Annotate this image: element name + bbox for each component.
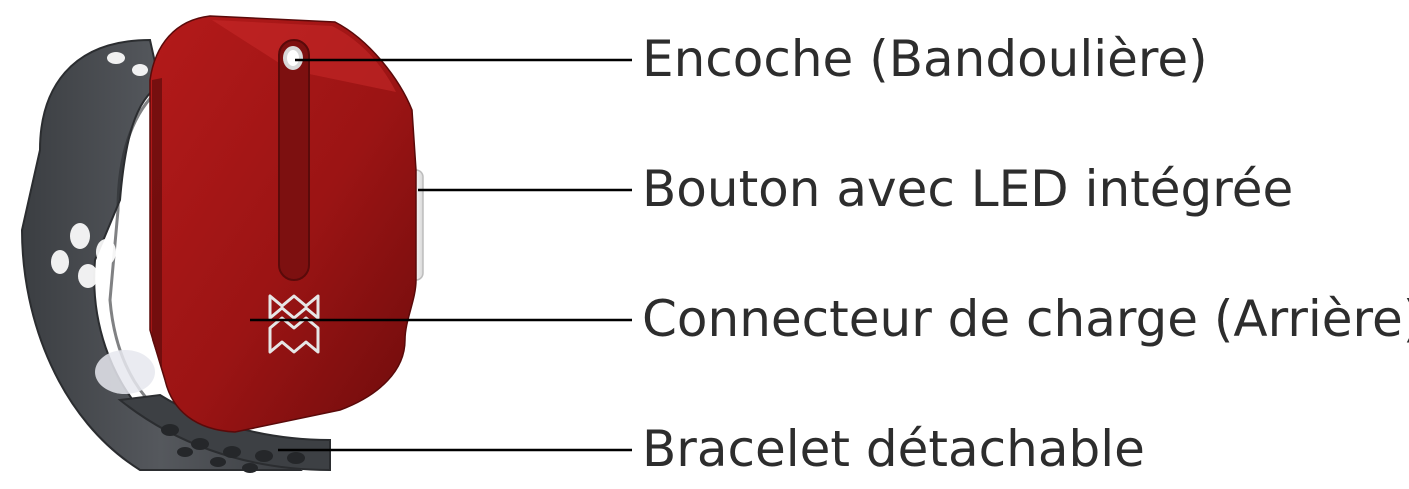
callout-label-notch: Encoche (Bandoulière) — [642, 30, 1208, 88]
callout-label-connector: Connecteur de charge (Arrière) — [642, 290, 1409, 348]
strap-holes-lower — [161, 424, 305, 473]
detachable-strap — [20, 38, 331, 473]
mm-logo-icon — [268, 294, 320, 354]
callout-label-strap: Bracelet détachable — [642, 420, 1145, 478]
leader-lines — [250, 58, 632, 452]
strap-notch — [278, 39, 310, 281]
device-body — [149, 15, 417, 433]
callout-label-button: Bouton avec LED intégrée — [642, 160, 1294, 218]
strap-holes — [51, 52, 148, 288]
